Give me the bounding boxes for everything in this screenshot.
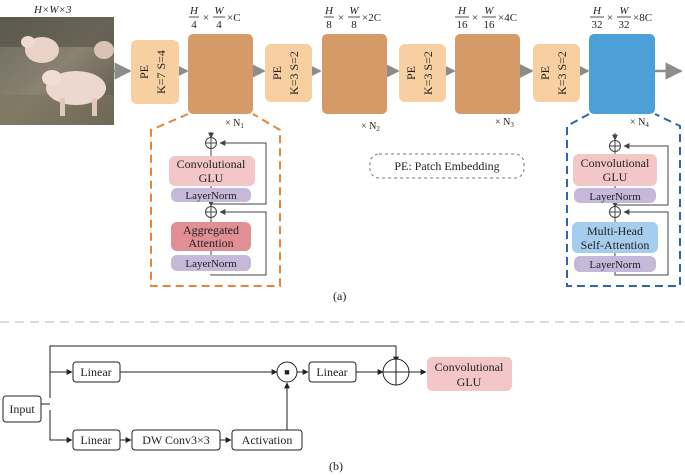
svg-text:LayerNorm: LayerNorm [185,258,237,270]
svg-text:K=7 S=4: K=7 S=4 [154,50,168,94]
svg-text:W: W [349,5,359,17]
add-icon [205,137,217,149]
svg-text:Aggregated: Aggregated [183,223,239,237]
svg-text:PE: PE [137,65,151,79]
dwconv-box [131,429,221,451]
svg-text:×: × [203,12,209,24]
add-icon [382,358,410,386]
svg-text:32: 32 [592,19,603,31]
svg-text:PE: PE [538,66,552,80]
svg-text:W: W [214,5,224,17]
svg-text:×2C: ×2C [362,12,381,24]
svg-text:GLU: GLU [457,375,482,389]
input-dims-label: H×W×3 [33,4,72,16]
glu-diagram: Input Linear Linear DW Conv3×3 Activatio… [2,345,512,451]
svg-text:K=3 S=2: K=3 S=2 [421,51,435,95]
svg-text:×: × [338,12,344,24]
input-pig-photo [0,17,114,125]
svg-text:4: 4 [191,19,197,31]
input-box [2,395,42,423]
linear-bottom-box [72,429,121,451]
svg-text:×C: ×C [227,12,241,24]
svg-text:Activation: Activation [242,433,293,447]
svg-text:W: W [619,5,629,17]
svg-text:GLU: GLU [199,171,224,185]
stage-1-repeat: × N1 [225,118,244,130]
conv-glu-output-box [427,357,512,391]
stage-block-2 [322,34,387,114]
pe-block-2: PE K=3 S=2 [265,44,312,102]
svg-text:Input: Input [9,402,35,416]
svg-text:K=3 S=2: K=3 S=2 [287,51,301,95]
svg-text:32: 32 [619,19,630,31]
svg-text:Convolutional: Convolutional [435,360,504,374]
svg-text:×8C: ×8C [633,12,652,24]
svg-text:8: 8 [351,19,357,31]
svg-text:LayerNorm: LayerNorm [589,259,641,271]
svg-text:H: H [592,5,602,17]
stage-2-repeat: × N2 [361,121,380,133]
svg-text:LayerNorm: LayerNorm [589,191,641,203]
svg-text:Self-Attention: Self-Attention [581,238,650,252]
stage-1-dims: H 4 × W 4 ×C [189,5,241,31]
add-icon [609,140,621,152]
svg-text:16: 16 [457,19,469,31]
add-icon [609,206,621,218]
add-icon [205,206,217,218]
svg-text:×: × [472,12,478,24]
svg-text:PE: PE [404,66,418,80]
pe-block-1: PE K=7 S=4 [131,40,179,104]
svg-text:PE: PE [270,66,284,80]
svg-text:H: H [189,5,199,17]
svg-text:DW Conv3×3: DW Conv3×3 [142,433,210,447]
stage-3-dims: H 16 × W 16 ×4C [455,5,517,31]
svg-text:4: 4 [216,19,222,31]
svg-text:H: H [457,5,467,17]
svg-text:K=3 S=2: K=3 S=2 [555,51,569,95]
svg-text:×4C: ×4C [498,12,517,24]
caption-a: (a) [333,289,346,303]
stage-3-repeat: × N3 [495,117,514,129]
svg-text:LayerNorm: LayerNorm [185,190,237,202]
multiply-icon: ■ [276,361,298,383]
linear-out-box [308,361,357,383]
left-block-detail: Convolutional GLU LayerNorm Aggregated A… [150,113,281,287]
svg-text:16: 16 [484,19,496,31]
svg-text:H: H [324,5,334,17]
caption-b: (b) [329,459,343,473]
svg-text:Convolutional: Convolutional [581,156,650,170]
pe-block-4: PE K=3 S=2 [533,44,580,102]
stage-4-repeat: × N4 [630,117,649,129]
activation-box [231,429,303,451]
svg-text:GLU: GLU [603,170,628,184]
stage-4-dims: H 32 × W 32 ×8C [590,5,652,31]
stage-block-1 [188,34,253,114]
svg-text:8: 8 [326,19,332,31]
stage-block-3 [455,34,520,114]
right-block-detail: Convolutional GLU LayerNorm Multi-Head S… [566,113,681,287]
svg-text:PE: Patch Embedding: PE: Patch Embedding [394,159,499,173]
linear-top-box [72,361,121,383]
svg-text:Multi-Head: Multi-Head [587,224,643,238]
svg-text:×: × [607,12,613,24]
svg-text:Convolutional: Convolutional [177,157,246,171]
stage-2-dims: H 8 × W 8 ×2C [324,5,381,31]
svg-text:■: ■ [284,367,289,377]
stage-block-4 [589,34,655,114]
svg-text:Linear: Linear [316,365,347,379]
legend-patch-embedding: PE: Patch Embedding [369,153,525,179]
svg-text:W: W [484,5,494,17]
svg-text:Linear: Linear [80,365,111,379]
svg-text:Attention: Attention [188,236,233,250]
pe-block-3: PE K=3 S=2 [399,44,446,102]
svg-text:Linear: Linear [80,433,111,447]
